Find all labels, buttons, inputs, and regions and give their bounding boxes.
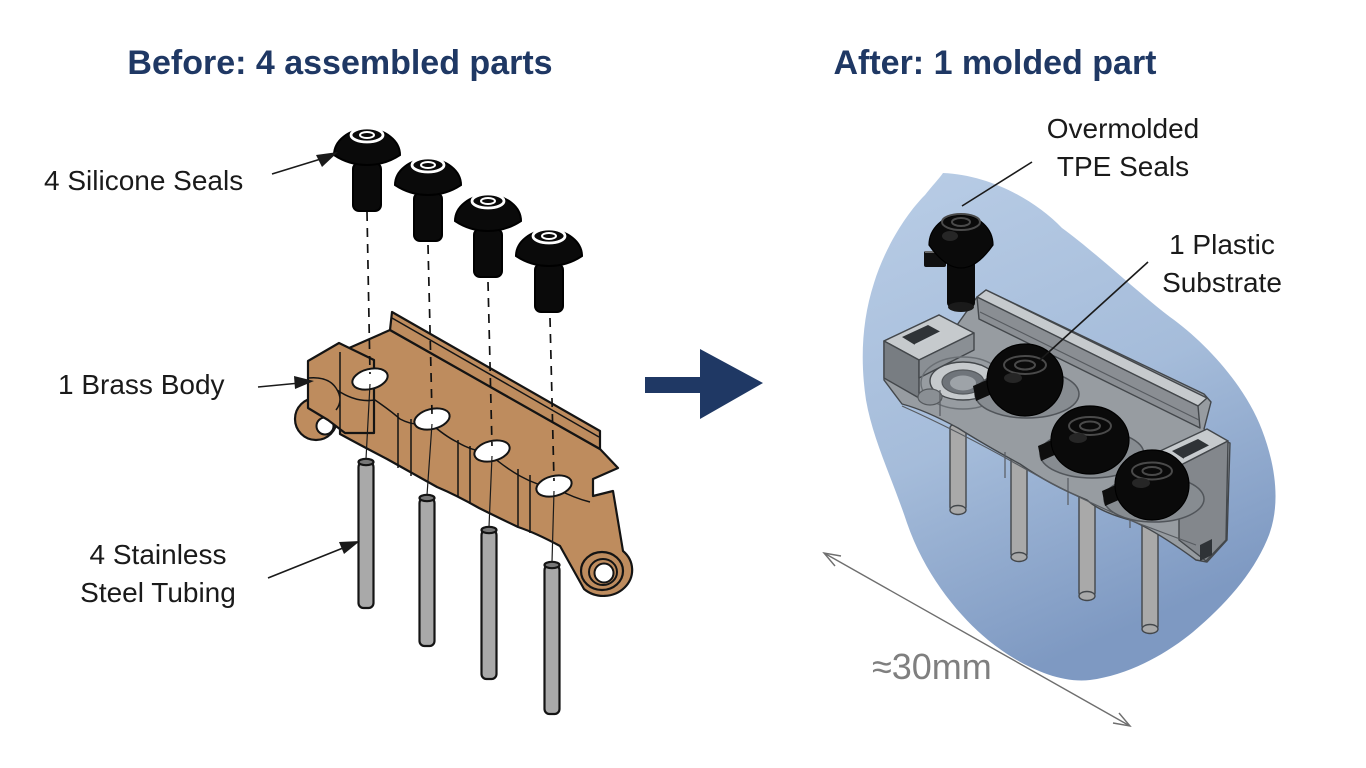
tpe-seal-dome: [1114, 449, 1190, 521]
label-brass-body: 1 Brass Body: [58, 369, 225, 400]
substrate-rail-face: [976, 296, 1201, 429]
tpe-seal-exploded: [924, 213, 994, 312]
brass-body-holes: [351, 367, 573, 498]
callout-line-tpe-seals: [961, 161, 1033, 207]
tpe-seal-dome: [986, 343, 1064, 417]
after-title: After: 1 molded part: [833, 44, 1157, 82]
stainless-steel-tubes: [357, 457, 561, 716]
substrate-right-slot: [1172, 439, 1210, 459]
brass-body-left-block: [306, 341, 376, 435]
dimension-label: ≈30mm: [872, 646, 992, 687]
silicone-seal: [332, 126, 402, 212]
substrate-left-slot: [902, 325, 941, 345]
dimension-arrow: [822, 551, 1132, 728]
silicone-seal: [393, 156, 463, 242]
brass-body-port: [579, 550, 625, 592]
silicone-seals: [332, 126, 584, 313]
label-silicone-seals: 4 Silicone Seals: [44, 165, 244, 196]
callout-arrow-body: [257, 376, 314, 389]
transform-arrow-icon: [645, 349, 763, 419]
silicone-seal: [453, 192, 523, 278]
silicone-seal: [514, 227, 584, 313]
callout-line-substrate: [1039, 261, 1149, 361]
callout-arrow-seals: [271, 152, 338, 175]
brass-body: [293, 310, 634, 598]
molded-part-tubes: [949, 424, 1159, 635]
label-overmolded-tpe-seals: Overmolded TPE Seals: [1046, 113, 1200, 183]
label-stainless-tubing: 4 Stainless Steel Tubing: [80, 539, 236, 609]
dashed-guide-lines: [366, 211, 555, 482]
tpe-seals-mounted: [973, 343, 1205, 523]
callout-arrow-tubing: [267, 541, 360, 579]
before-title: Before: 4 assembled parts: [127, 44, 553, 82]
assembly-axis-lines: [365, 383, 555, 563]
label-plastic-substrate: 1 Plastic Substrate: [1162, 229, 1282, 299]
